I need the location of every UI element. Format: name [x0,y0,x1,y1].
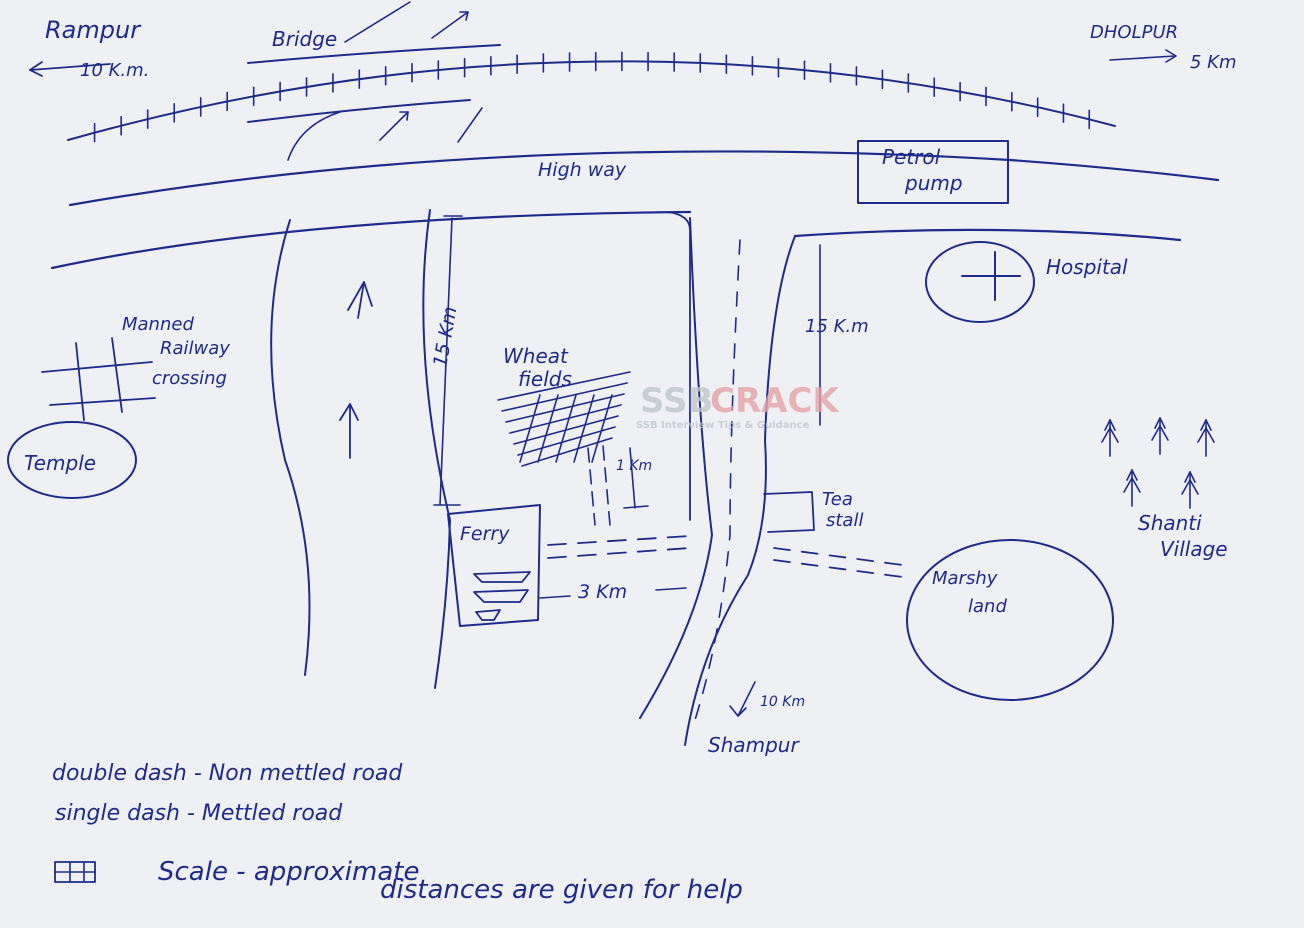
wheat-fields-label-1: Wheat [503,344,569,368]
shampur-arrow [729,681,756,717]
marshy-land-label-2: land [968,596,1007,617]
railway-line [67,51,1116,143]
wheat-column [519,394,541,463]
wheat-track [587,445,649,526]
village-label-1: Shanti [1138,511,1202,535]
tea-stall-label-2: stall [826,510,863,531]
tree-branch [1181,479,1191,495]
petrol-pump-label-2: pump [904,171,963,195]
tea-stall-label-1: Tea [822,489,853,510]
bridge-label: Bridge [272,27,337,51]
hospital-symbol [925,241,1035,323]
legend-scale-line-2: distances are given for help [380,875,743,905]
legend-scale-mark [54,861,96,883]
tree-branch [1109,427,1119,443]
tree-branch [1131,469,1138,481]
tree-branch [1205,427,1215,443]
ferry-road-distance-marker-right [655,587,687,591]
rampur-label: Rampur [45,16,142,44]
watermark-brand-ssb: SSB [640,381,713,421]
ferry-road-distance: 3 Km [578,581,627,603]
tree-branch [1197,427,1207,443]
watermark-tagline: SSB Interview Tips & Guidance [636,420,810,431]
wheat-column [573,394,595,463]
crossing-label-3: crossing [152,368,227,389]
temple-label: Temple [24,451,96,475]
tree-branch [1154,417,1161,429]
watermark-brand-crack: CRACK [710,381,840,421]
marshy-land-symbol [906,539,1114,701]
village-label-2: Village [1160,537,1228,561]
tree-branch [1131,477,1141,493]
left-road-distance-marker [433,215,463,506]
tree-branch [1205,419,1212,431]
hospital-label: Hospital [1046,255,1128,279]
tree-branch [1159,425,1169,441]
tea-stall-box [763,491,815,533]
field-boundary [667,211,691,521]
wheat-fields-label-2: fields [518,367,572,391]
legend-double-dash: double dash - Non mettled road [52,761,403,786]
wheat-column [537,394,559,463]
tree-branch [1109,419,1116,431]
crossing-label-1: Manned [122,314,194,335]
highway-label: High way [538,159,627,181]
wheat-row [497,371,631,401]
tree-branch [1200,419,1207,431]
tree-branch [1189,479,1199,495]
non-metalled-road [547,535,911,579]
tree-branch [1184,471,1191,483]
temple-symbol [7,421,137,499]
railway-crossing-symbol [41,337,156,421]
ferry-road-distance-marker [539,595,571,599]
legend-single-dash: single dash - Mettled road [55,801,343,826]
marshy-land-label-1: Marshy [932,568,998,589]
tree-branch [1159,417,1166,429]
wheat-row [517,426,616,456]
crossing-label-2: Railway [160,338,230,359]
dholpur-distance: 5 Km [1190,52,1237,73]
ferry-symbol [447,504,541,627]
highway [50,150,1220,270]
watermark: SSB CRACK SSB Interview Tips & Guidance [636,381,840,431]
wheat-fields-hatching [497,371,631,467]
dholpur-arrow [1109,49,1177,63]
bridge [247,1,501,161]
wheat-row [509,404,622,434]
petrol-pump-label-1: Petrol [882,145,941,169]
tree-branch [1101,427,1111,443]
shampur-distance: 10 Km [760,694,805,710]
ferry-label: Ferry [460,523,510,545]
tree-branch [1151,425,1161,441]
dholpur-label: DHOLPUR [1090,22,1178,43]
rampur-arrow [29,61,111,77]
tree-branch [1126,469,1133,481]
tree-branch [1123,477,1133,493]
village-trees [1101,417,1215,509]
wheat-row [501,382,628,412]
central-road [639,217,796,746]
wheat-row [505,393,625,423]
wheat-column [591,394,613,463]
tree-branch [1189,471,1196,483]
wheat-track-distance: 1 Km [616,458,652,474]
left-road-distance: 15 Km [429,305,461,369]
river [270,209,451,689]
legend-scale-line-1: Scale - approximate [158,857,419,887]
right-road-distance: 15 K.m [805,316,869,337]
wheat-column [555,394,577,463]
petrol-pump-box [857,140,1009,204]
tree-branch [1104,419,1111,431]
rampur-distance: 10 K.m. [80,60,149,81]
shampur-label: Shampur [708,733,800,757]
